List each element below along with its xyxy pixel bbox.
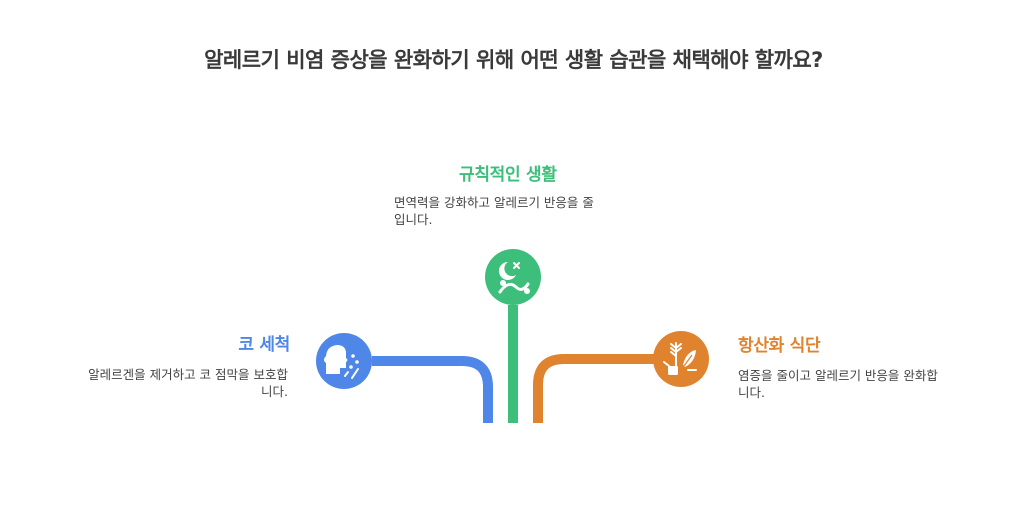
desc-line: 염증을 줄이고 알레르기 반응을 완화합 xyxy=(738,368,938,383)
desc-regular-life: 면역력을 강화하고 알레르기 반응을 줄 입니다. xyxy=(394,194,644,228)
sleep-routine-icon xyxy=(485,249,541,305)
heading-regular-life: 규칙적인 생활 xyxy=(459,165,557,185)
desc-nasal-rinse: 알레르겐을 제거하고 코 점막을 보호합 니다. xyxy=(30,366,288,400)
desc-line: 알레르겐을 제거하고 코 점막을 보호합 xyxy=(88,367,288,382)
page-title: 알레르기 비염 증상을 완화하기 위해 어떤 생활 습관을 채택해야 할까요? xyxy=(204,48,823,72)
plant-food-icon xyxy=(653,331,709,387)
heading-antioxidant-diet: 항산화 식단 xyxy=(738,336,821,356)
left-connector xyxy=(372,356,493,423)
right-connector xyxy=(533,354,654,423)
desc-line: 입니다. xyxy=(394,212,433,227)
heading-nasal-rinse: 코 세척 xyxy=(238,335,290,355)
desc-line: 니다. xyxy=(738,385,765,400)
nasal-rinse-icon xyxy=(316,333,372,389)
desc-antioxidant-diet: 염증을 줄이고 알레르기 반응을 완화합 니다. xyxy=(738,367,998,401)
desc-line: 면역력을 강화하고 알레르기 반응을 줄 xyxy=(394,195,594,210)
desc-line: 니다. xyxy=(261,384,288,399)
